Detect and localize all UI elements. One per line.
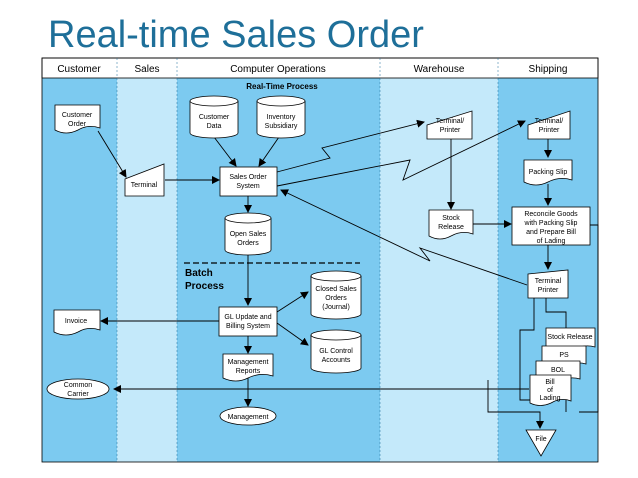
flow-ship-terminal-to-sales-order — [280, 189, 528, 286]
closed-sales-orders-label-line2: Orders — [325, 295, 347, 302]
lane-sales-bg — [117, 78, 177, 462]
open-sales-orders-database: Open Sales Orders — [224, 212, 272, 256]
customer-order-label-line1: Customer — [62, 112, 93, 119]
management-reports-label-line2: Reports — [236, 368, 261, 375]
management-label: Management — [228, 414, 269, 421]
management-reports-document: Management Reports — [222, 353, 274, 382]
flow-stack-to-file — [487, 380, 544, 429]
shipping-terminal-printer-lower-label-line1: Terminal — [535, 278, 562, 285]
bill-of-lading-document: Bill of Lading — [529, 374, 572, 406]
gl-update-label-line2: Billing System — [226, 323, 270, 330]
sales-order-system-process: Sales Order System — [219, 166, 278, 197]
gl-control-accounts-database: GL Control Accounts — [310, 329, 362, 374]
stock-release-label-line2: Release — [438, 224, 464, 231]
invoice-label: Invoice — [65, 318, 87, 325]
shipping-terminal-printer-lower-node: Terminal Printer — [527, 269, 569, 299]
flow-gl-update-to-closed-orders — [276, 291, 309, 313]
stock-release-label-line1: Stock — [442, 215, 460, 222]
lane-customer-bg — [42, 78, 117, 462]
reconcile-label-line1: Reconcile Goods — [524, 211, 578, 218]
stack-stock-release-label: Stock Release — [547, 334, 592, 341]
lane-header-warehouse: Warehouse — [414, 64, 465, 75]
batch-process-label-line1: Batch — [185, 268, 213, 279]
lane-header-customer: Customer — [57, 64, 101, 75]
flow-sales-order-to-terminal-printer-wh — [276, 119, 425, 173]
page-title: Real-time Sales Order — [48, 14, 424, 56]
reconcile-goods-process: Reconcile Goods with Packing Slip and Pr… — [511, 206, 591, 246]
shipping-document-stack: Stock Release PS BOL Bill of Lading — [529, 327, 596, 406]
warehouse-terminal-printer-label-line2: Printer — [440, 127, 461, 134]
gl-control-label-line1: GL Control — [319, 348, 353, 355]
lane-header-sales: Sales — [134, 64, 159, 75]
warehouse-terminal-printer-label-line1: Terminal/ — [436, 118, 464, 125]
lane-warehouse-bg — [380, 78, 498, 462]
gl-control-label-line2: Accounts — [322, 357, 351, 364]
flow-customer-data-to-sales-order — [213, 136, 237, 167]
connectors — [97, 119, 599, 429]
packing-slip-label: Packing Slip — [529, 169, 568, 176]
sales-order-system-label-line1: Sales Order — [229, 174, 267, 181]
packing-slip-document: Packing Slip — [523, 159, 573, 186]
gl-update-billing-process: GL Update and Billing System — [218, 306, 278, 337]
flow-printer-to-stack-b — [519, 298, 535, 401]
shipping-terminal-printer-lower-label-line2: Printer — [538, 287, 559, 294]
bill-of-lading-label-line1: Bill — [545, 379, 555, 386]
common-carrier-label-line2: Carrier — [67, 391, 89, 398]
inventory-subsidiary-label-line1: Inventory — [267, 114, 296, 121]
bill-of-lading-label-line3: Lading — [539, 395, 560, 402]
shipping-terminal-printer-label-line2: Printer — [539, 127, 560, 134]
customer-data-database: Customer Data — [189, 95, 239, 139]
customer-data-label-line2: Data — [207, 123, 222, 130]
file-label: File — [535, 436, 546, 443]
stack-ps-label: PS — [559, 352, 569, 359]
flow-gl-update-to-gl-control — [276, 322, 309, 346]
lane-header-computer-operations: Computer Operations — [230, 64, 326, 75]
sales-order-system-label-line2: System — [236, 183, 260, 190]
sales-terminal-label: Terminal — [131, 182, 158, 189]
reconcile-label-line4: of Lading — [537, 238, 566, 245]
invoice-document: Invoice — [53, 309, 101, 336]
flow-customer-order-to-terminal — [97, 130, 127, 178]
lane-header-shipping: Shipping — [529, 64, 568, 75]
inventory-subsidiary-database: Inventory Subsidiary — [256, 95, 306, 139]
flow-sales-order-to-terminal-printer-ship — [276, 120, 526, 187]
closed-sales-orders-database: Closed Sales Orders (Journal) — [310, 270, 362, 320]
realtime-process-label: Real-Time Process — [246, 82, 318, 91]
flow-inventory-to-sales-order — [258, 136, 280, 167]
common-carrier-label-line1: Common — [64, 382, 93, 389]
open-sales-orders-label-line2: Orders — [237, 240, 259, 247]
file-storage-triangle: File — [525, 429, 557, 457]
closed-sales-orders-label-line3: (Journal) — [322, 304, 350, 311]
common-carrier-terminator: Common Carrier — [46, 378, 110, 400]
flow-reconcile-to-stack — [579, 224, 599, 413]
open-sales-orders-label-line1: Open Sales — [230, 231, 267, 238]
management-reports-label-line1: Management — [228, 359, 269, 366]
shipping-terminal-printer-label-line1: Terminal/ — [535, 118, 563, 125]
swimlanes: Customer Sales Computer Operations Wareh… — [41, 57, 599, 463]
closed-sales-orders-label-line1: Closed Sales — [315, 286, 357, 293]
stack-bol-label: BOL — [551, 367, 565, 374]
shipping-terminal-printer-node: Terminal/ Printer — [527, 110, 571, 140]
management-terminator: Management — [219, 406, 277, 426]
inventory-subsidiary-label-line2: Subsidiary — [265, 123, 298, 130]
warehouse-terminal-printer-node: Terminal/ Printer — [426, 110, 473, 140]
customer-data-label-line1: Customer — [199, 114, 230, 121]
stock-release-document: Stock Release — [428, 209, 474, 240]
gl-update-label-line1: GL Update and — [224, 314, 271, 321]
reconcile-label-line2: with Packing Slip — [524, 220, 578, 227]
reconcile-label-line3: and Prepare Bill — [526, 229, 576, 236]
sales-terminal-node: Terminal — [124, 163, 165, 197]
batch-process-label-line2: Process — [185, 281, 224, 292]
bill-of-lading-label-line2: of — [547, 387, 553, 394]
customer-order-document: Customer Order — [54, 104, 101, 134]
customer-order-label-line2: Order — [68, 121, 87, 128]
